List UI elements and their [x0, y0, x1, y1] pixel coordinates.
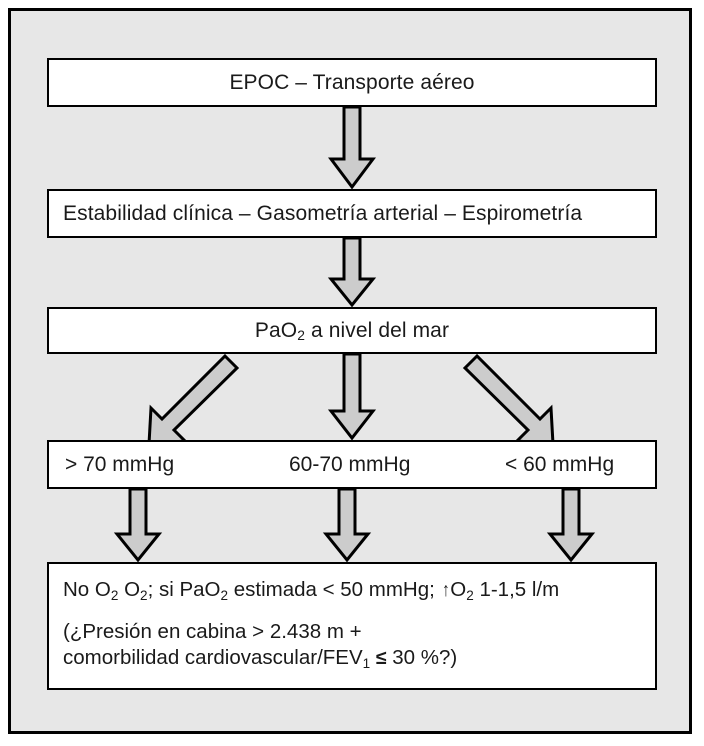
- node-pao2-subscript: 2: [297, 327, 306, 344]
- text-run: comorbilidad cardiovascular/FEV: [63, 646, 363, 670]
- outcome-line-cabin-pressure-question: (¿Presión en cabina > 2.438 m +: [63, 619, 362, 645]
- arrow-range-low-down-icon: [546, 487, 596, 563]
- text-run: estimada < 50 mmHg;: [228, 578, 441, 601]
- text-run: No O: [63, 578, 111, 601]
- text-run: O: [118, 578, 141, 601]
- arrow-range-mid-down-icon: [322, 487, 372, 563]
- subscript: 2: [140, 587, 148, 603]
- outcome-line-comorbidity-question: comorbilidad cardiovascular/FEV1 ≤ 30 %?…: [63, 645, 457, 671]
- text-run: 30 %?): [386, 646, 458, 670]
- node-pao2-nivel-del-mar: PaO2 a nivel del mar: [47, 307, 657, 354]
- node-estabilidad-clinica: Estabilidad clínica – Gasometría arteria…: [47, 189, 657, 238]
- arrow-range-high-down-icon: [113, 487, 163, 563]
- arrow-branch-right-icon: [462, 353, 555, 446]
- node-pao2-label: PaO2 a nivel del mar: [254, 318, 450, 344]
- node-epoc-label: EPOC – Transporte aéreo: [229, 70, 475, 94]
- node-outcome-recommendations: No O2 O2; si PaO2 estimada < 50 mmHg; ↑O…: [47, 562, 657, 690]
- text-run: 1-1,5 l/m: [473, 578, 560, 601]
- node-epoc-transporte-aereo: EPOC – Transporte aéreo: [47, 58, 657, 107]
- range-label-mid: 60-70 mmHg: [289, 452, 411, 476]
- arrow-branch-center-icon: [327, 352, 377, 441]
- node-pao2-text-after: a nivel del mar: [305, 318, 450, 342]
- subscript: 1: [362, 656, 371, 672]
- text-run: O: [450, 578, 467, 601]
- node-pao2-text-before: PaO: [254, 318, 298, 342]
- subscript: 2: [110, 587, 119, 603]
- outcome-line-oxygen-recommendation: No O2 O2; si PaO2 estimada < 50 mmHg; ↑O…: [63, 577, 559, 603]
- subscript: 2: [466, 587, 474, 603]
- arrow-branch-left-icon: [147, 353, 240, 446]
- node-pao2-ranges: > 70 mmHg 60-70 mmHg < 60 mmHg: [47, 440, 657, 489]
- flowchart-frame: EPOC – Transporte aéreo Estabilidad clín…: [8, 8, 692, 734]
- text-run: (¿Presión en cabina > 2.438 m +: [63, 619, 362, 643]
- node-estabilidad-label: Estabilidad clínica – Gasometría arteria…: [63, 201, 583, 225]
- less-than-or-equal-icon: ≤: [375, 647, 387, 670]
- range-label-low: < 60 mmHg: [505, 452, 615, 476]
- arrow-up-icon: ↑: [441, 579, 450, 601]
- text-run: ; si PaO: [147, 578, 221, 601]
- subscript: 2: [220, 587, 229, 603]
- arrow-estabilidad-to-pao2-icon: [327, 236, 377, 308]
- range-label-high: > 70 mmHg: [65, 452, 175, 476]
- arrow-epoc-to-estabilidad-icon: [328, 105, 376, 190]
